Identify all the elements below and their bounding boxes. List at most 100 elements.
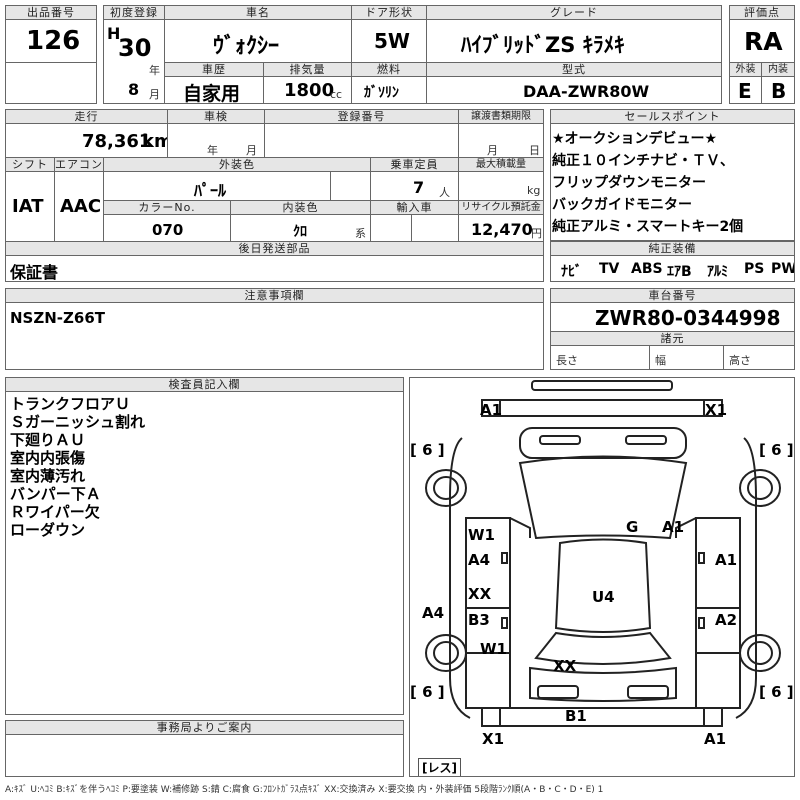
history: 自家用 [183, 83, 241, 104]
grade-cell: ﾊｲﾌﾞﾘｯﾄﾞZS ｷﾗﾒｷ [426, 19, 722, 63]
mark-hood-xx: XX [553, 657, 577, 675]
displacement-cell: 1800 cc [263, 76, 352, 104]
height-cell: 高さ [723, 345, 795, 370]
dimensions-header: 諸元 [550, 331, 795, 346]
mark-glass: G [626, 518, 639, 536]
color-number: 070 [152, 221, 184, 239]
shift-header: シフト [5, 157, 55, 172]
inspector-note: 室内薄汚れ [10, 467, 86, 485]
mark-front-right-a1: A1 [704, 730, 727, 748]
inspector-note: 室内内張傷 [10, 449, 86, 467]
capacity-cell: 7 人 [370, 171, 459, 201]
displacement-header: 排気量 [263, 62, 352, 77]
transfer-deadline-header: 譲渡書類期限 [458, 109, 544, 124]
tire-front-left: [ 6 ] [410, 683, 445, 701]
inspection-month-unit: 月 [246, 144, 257, 157]
equip-item: ｴｱB [667, 264, 692, 280]
chassis-number-cell: ZWR80-0344998 [550, 302, 795, 332]
import-header: 輸入車 [370, 200, 459, 215]
equip-item: ABS [631, 261, 663, 277]
mark-roof-right: A1 [662, 518, 685, 536]
interior-color-unit: 系 [355, 227, 366, 240]
mark-left-xx: XX [468, 585, 492, 603]
model-header: 型式 [426, 62, 722, 77]
inspector-notes-header: 検査員記入欄 [5, 377, 404, 392]
fuel-header: 燃料 [351, 62, 427, 77]
reg-year: 30 [118, 34, 152, 62]
fuel: ｶﾞｿﾘﾝ [364, 85, 399, 101]
lot-number: 126 [26, 26, 81, 56]
score-cell: RA [729, 19, 795, 63]
sales-line: 純正アルミ・スマートキー2個 [552, 219, 744, 235]
mileage-cell: 78,361 km [5, 123, 168, 158]
registration-number-cell [264, 123, 459, 158]
mark-left-front-w1: W1 [480, 640, 507, 658]
exterior-header: 外装 [729, 62, 762, 77]
displacement-unit: cc [330, 88, 343, 101]
standard-equipment-cell: ﾅﾋﾞ TV ABS ｴｱB ｱﾙﾐ PS PW [550, 255, 795, 282]
month-unit: 月 [149, 88, 160, 101]
model: DAA-ZWR80W [523, 82, 650, 101]
lot-number-header: 出品番号 [5, 5, 97, 20]
transfer-day-unit: 日 [529, 144, 540, 157]
mark-left-rear-door-w1: W1 [468, 526, 495, 544]
length-cell: 長さ [550, 345, 650, 370]
sales-points-cell: ★オークションデビュー★ 純正１０インチナビ・ＴＶ、 フリップダウンモニター バ… [550, 123, 795, 241]
chassis-number: ZWR80-0344998 [595, 306, 781, 330]
caution-cell: NSZN-Z66T [5, 302, 544, 370]
car-diagram-panel: A1 X1 [ 6 ] [ 6 ] G A1 W1 A4 A1 XX B3 U4… [409, 377, 795, 777]
registration-number-header: 登録番号 [264, 109, 459, 124]
car-name: ｳﾞｫｸｼｰ [213, 34, 280, 59]
first-registration-cell: H 30 年 8 月 [103, 19, 165, 104]
later-parts: 保証書 [10, 263, 59, 282]
equip-item: TV [599, 261, 620, 277]
car-name-header: 車名 [164, 5, 352, 20]
tire-rear-left: [ 6 ] [410, 441, 445, 459]
model-cell: DAA-ZWR80W [426, 76, 722, 104]
office-notice-header: 事務局よりご案内 [5, 720, 404, 735]
inspector-note: トランクフロアＵ [10, 395, 131, 413]
chassis-number-header: 車台番号 [550, 288, 795, 303]
mileage-unit: km [142, 131, 167, 152]
inspection-year-unit: 年 [207, 144, 218, 157]
mileage: 78,361 [82, 131, 152, 152]
interior-color: ｸﾛ [293, 224, 307, 240]
interior-header: 内装 [761, 62, 795, 77]
capacity: 7 [413, 178, 425, 197]
history-cell: 自家用 [164, 76, 264, 104]
mark-left-b3: B3 [468, 611, 490, 629]
score: RA [744, 27, 783, 56]
mark-front-left-x1: X1 [482, 730, 505, 748]
sales-line: ★オークションデビュー★ [552, 131, 718, 147]
capacity-header: 乗車定員 [370, 157, 459, 172]
era: H [107, 24, 121, 43]
aircon-cell: AAC [54, 171, 104, 242]
grade-header: グレード [426, 5, 722, 20]
length-label: 長さ [556, 354, 578, 367]
color-blank [330, 171, 371, 201]
max-load-cell: kg [458, 171, 544, 201]
displacement: 1800 [284, 80, 335, 101]
inspector-note: Ｒワイパー欠 [10, 503, 100, 521]
shift-cell: IAT [5, 171, 55, 242]
color-number-header: カラーNo. [103, 200, 231, 215]
interior-grade: B [771, 79, 787, 103]
grade: ﾊｲﾌﾞﾘｯﾄﾞZS ｷﾗﾒｷ [461, 33, 625, 57]
first-registration-header: 初度登録 [103, 5, 165, 20]
damage-legend: A:ｷｽﾞ U:ﾍｺﾐ B:ｷｽﾞを伴うﾍｺﾐ P:要塗装 W:補修跡 S:錆 … [5, 785, 604, 795]
aircon: AAC [60, 196, 102, 217]
sales-points-header: セールスポイント [550, 109, 795, 124]
shift: IAT [12, 196, 44, 217]
color-number-cell: 070 [103, 214, 231, 242]
width-label: 幅 [655, 354, 666, 367]
car-name-cell: ｳﾞｫｸｼｰ [164, 19, 352, 63]
reg-month: 8 [128, 80, 140, 99]
caution-header: 注意事項欄 [5, 288, 544, 303]
inspection-header: 車検 [167, 109, 265, 124]
later-parts-cell: 保証書 [5, 255, 544, 282]
interior-cell: B [761, 76, 795, 104]
inspector-note: 下廻りＡＵ [10, 431, 86, 449]
history-header: 車歴 [164, 62, 264, 77]
tire-front-right: [ 6 ] [759, 683, 794, 701]
